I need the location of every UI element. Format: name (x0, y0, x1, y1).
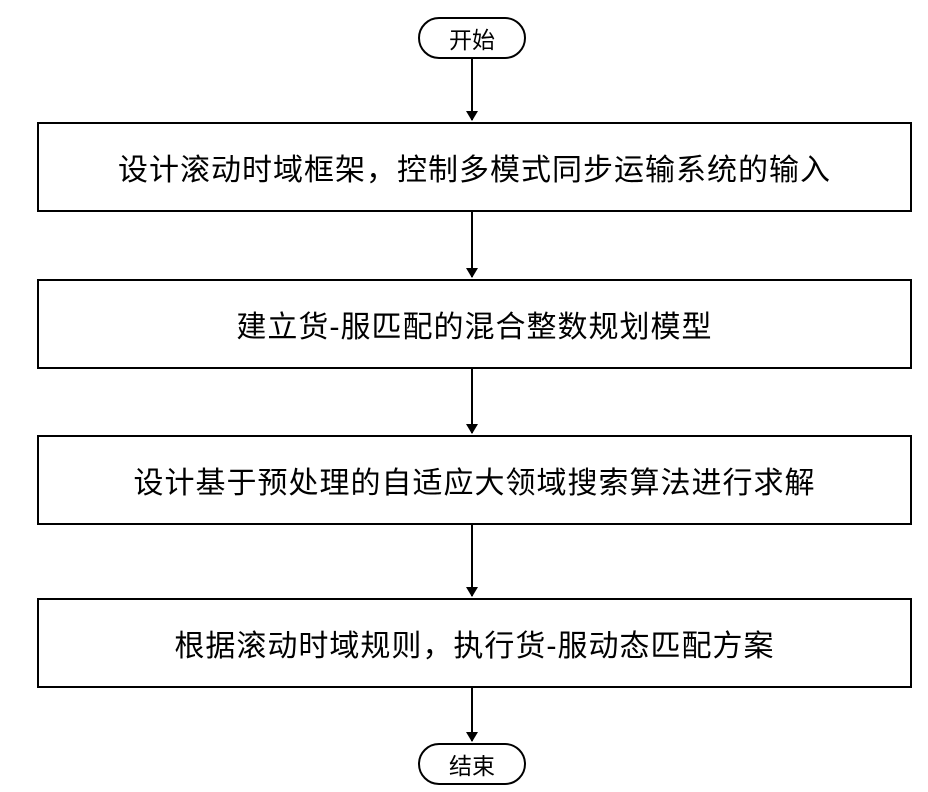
step-4-text: 根据滚动时域规则，执行货-服动态匹配方案 (174, 621, 774, 665)
step-2-box: 建立货-服匹配的混合整数规划模型 (37, 279, 912, 369)
step-4-box: 根据滚动时域规则，执行货-服动态匹配方案 (37, 598, 912, 688)
step-1-box: 设计滚动时域框架，控制多模式同步运输系统的输入 (37, 122, 912, 212)
step-3-text: 设计基于预处理的自适应大领域搜索算法进行求解 (134, 458, 816, 502)
start-label: 开始 (449, 21, 495, 55)
step-1-text: 设计滚动时域框架，控制多模式同步运输系统的输入 (118, 145, 831, 189)
end-label: 结束 (449, 747, 495, 781)
step-3-box: 设计基于预处理的自适应大领域搜索算法进行求解 (37, 435, 912, 525)
end-terminal: 结束 (418, 743, 526, 785)
step-2-text: 建立货-服匹配的混合整数规划模型 (236, 302, 712, 346)
start-terminal: 开始 (418, 17, 526, 59)
